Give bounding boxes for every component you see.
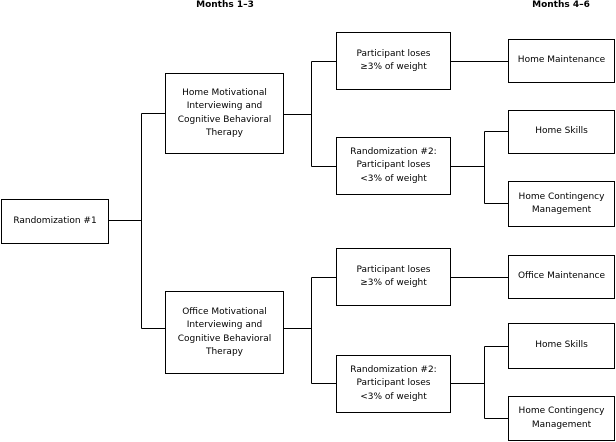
node-home-randomization-2: Randomization #2: Participant loses <3% … <box>336 137 451 195</box>
node-office-maintenance: Office Maintenance <box>508 255 615 299</box>
node-home-contingency-b: Home Contingency Management <box>508 396 615 441</box>
node-home-maintenance: Home Maintenance <box>508 39 615 83</box>
node-home-mi-cbt: Home Motivational Interviewing and Cogni… <box>165 73 284 154</box>
node-office-randomization-2: Randomization #2: Participant loses <3% … <box>336 355 451 413</box>
node-office-responder: Participant loses ≥3% of weight <box>336 248 451 306</box>
connector-home-randomization2-to-options <box>451 131 508 204</box>
connector-office-randomization2-to-options <box>451 346 508 419</box>
node-randomization-1: Randomization #1 <box>1 199 109 244</box>
header-months-1-3: Months 1–3 <box>196 0 254 10</box>
node-home-skills-b: Home Skills <box>508 323 615 369</box>
node-home-skills-a: Home Skills <box>508 110 615 154</box>
node-home-contingency-a: Home Contingency Management <box>508 181 615 227</box>
connector-home-arm-to-outcomes <box>284 61 336 167</box>
connector-office-arm-to-outcomes <box>284 277 336 384</box>
header-months-4-6: Months 4–6 <box>532 0 590 10</box>
node-office-mi-cbt: Office Motivational Interviewing and Cog… <box>165 291 284 374</box>
connector-randomization1-to-arms <box>108 113 165 329</box>
node-home-responder: Participant loses ≥3% of weight <box>336 32 451 90</box>
